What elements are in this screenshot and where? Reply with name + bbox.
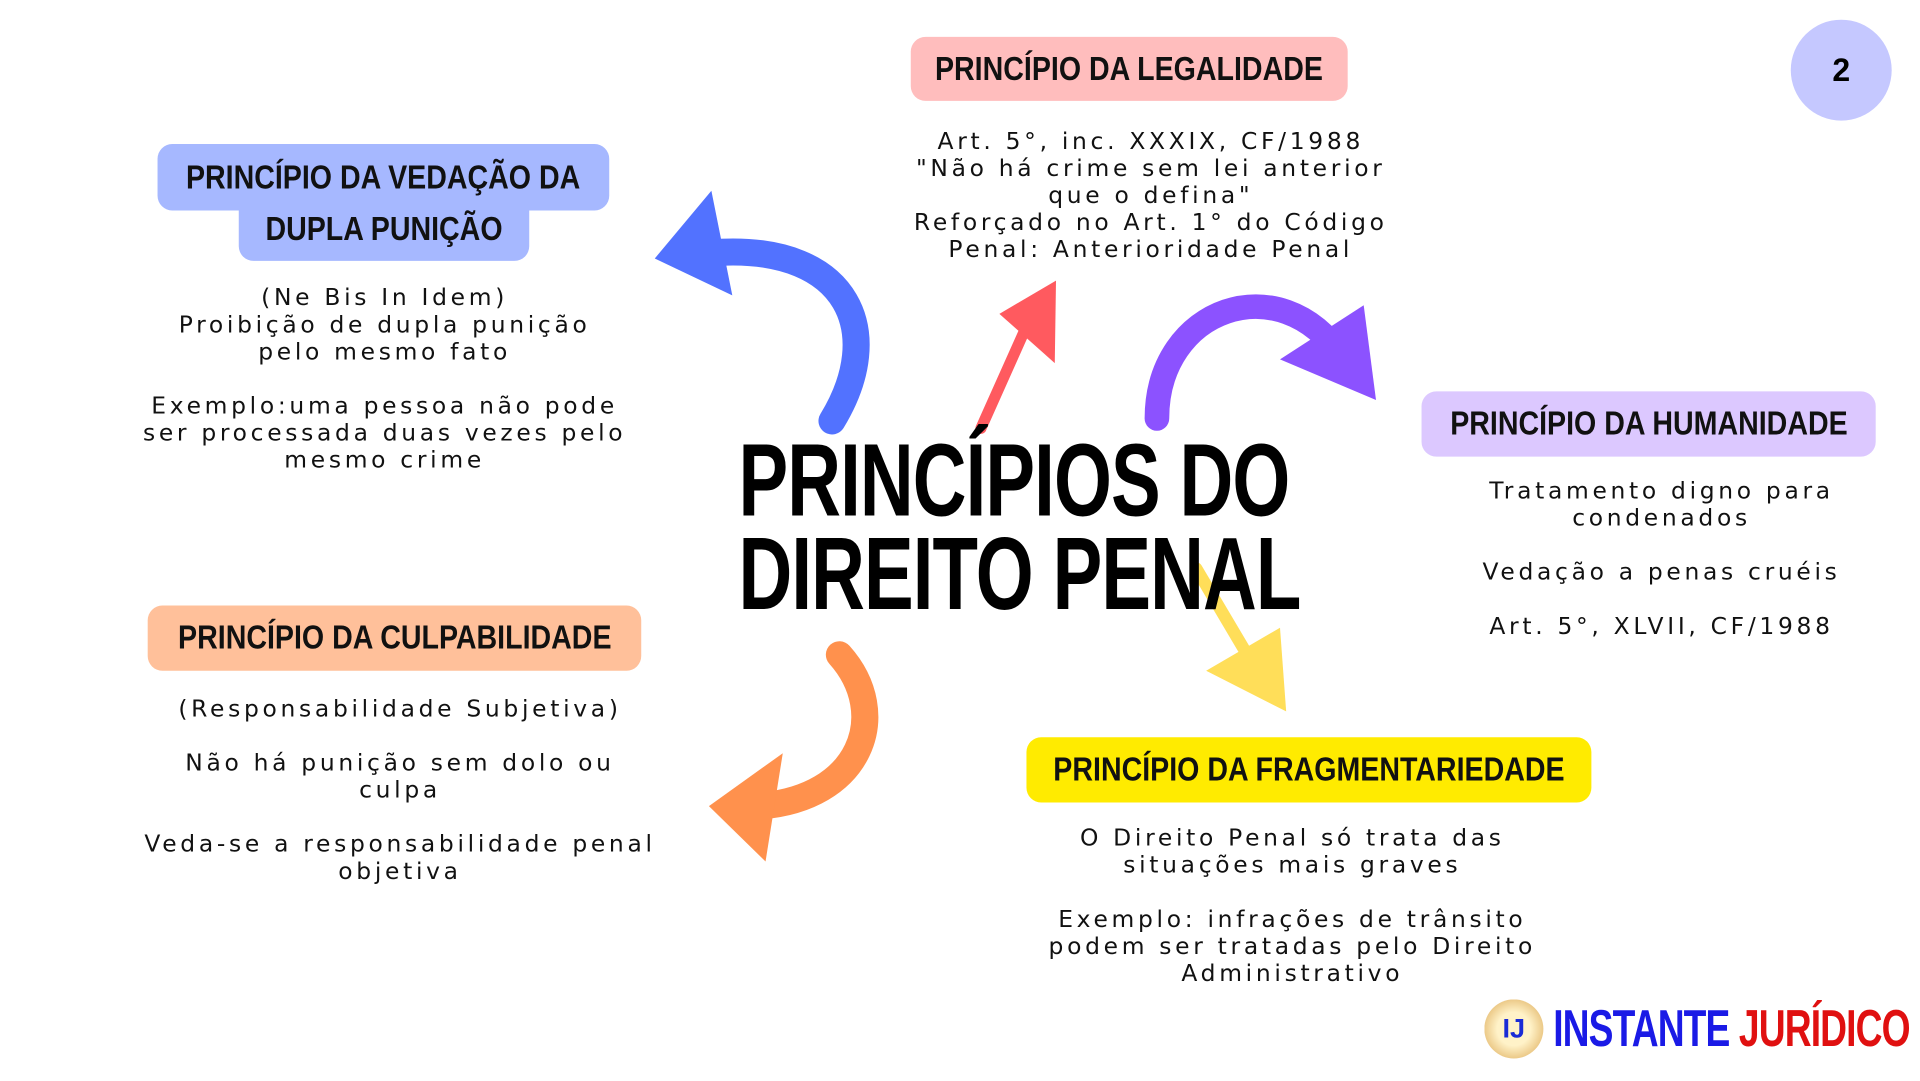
arrow-blue — [706, 238, 870, 435]
fragmentariedade-body: O Direito Penal só trata das situações m… — [1046, 825, 1538, 987]
culpabilidade-heading-text: PRINCÍPIO DA CULPABILIDADE — [177, 619, 612, 657]
fragmentariedade-heading: PRINCÍPIO DA FRAGMENTARIEDADE — [1026, 737, 1592, 803]
humanidade-line: Art. 5°, XLVII, CF/1988 — [1489, 612, 1834, 641]
fragmentariedade-heading-text: PRINCÍPIO DA FRAGMENTARIEDADE — [1053, 750, 1565, 788]
humanidade-heading-text: PRINCÍPIO DA HUMANIDADE — [1449, 404, 1848, 442]
arrow-purple-head — [1280, 305, 1377, 401]
legalidade-body: Art. 5°, inc. XXXIX, CF/1988 "Não há cri… — [862, 128, 1440, 263]
culpabilidade-line: Veda-se a responsabilidade penal objetiv… — [144, 830, 656, 885]
legalidade-heading-text: PRINCÍPIO DA LEGALIDADE — [935, 49, 1324, 87]
arrow-orange-head — [708, 753, 783, 862]
vedacao-heading-text-2: DUPLA PUNIÇÃO — [265, 209, 503, 247]
arrow-yellow-head — [1206, 627, 1287, 712]
arrow-purple — [1144, 294, 1354, 431]
arrow-red-head — [999, 280, 1057, 364]
title-line-1: PRINCÍPIOS DO — [738, 422, 1290, 538]
culpabilidade-line: Não há punição sem dolo ou culpa — [185, 749, 615, 804]
arrow-orange — [743, 641, 879, 820]
logo-badge-text: IJ — [1502, 1012, 1526, 1044]
logo-word-1: INSTANTE — [1553, 999, 1730, 1058]
vedacao-heading-text-1: PRINCÍPIO DA VEDAÇÃO DA — [186, 158, 581, 196]
humanidade-line: Vedação a penas cruéis — [1482, 558, 1841, 586]
legalidade-line: "Não há crime sem lei anterior que o def… — [915, 155, 1386, 210]
logo-text: INSTANTE JURÍDICO — [1553, 999, 1911, 1058]
vedacao-body: (Ne Bis In Idem) Proibição de dupla puni… — [135, 284, 633, 474]
page-number: 2 — [1790, 19, 1892, 121]
vedacao-heading-bottom: DUPLA PUNIÇÃO — [238, 196, 530, 261]
vedacao-line: Exemplo:uma pessoa não pode ser processa… — [142, 392, 627, 474]
legalidade-line: Reforçado no Art. 1° do Código Penal: An… — [913, 209, 1388, 264]
humanidade-heading: PRINCÍPIO DA HUMANIDADE — [1421, 391, 1876, 457]
brand-logo: IJ INSTANTE JURÍDICO — [1484, 999, 1920, 1059]
arrow-blue-head — [654, 190, 733, 296]
logo-badge-icon: IJ — [1484, 999, 1544, 1059]
page-title: PRINCÍPIOS DO DIREITO PENAL — [738, 422, 1301, 632]
culpabilidade-heading: PRINCÍPIO DA CULPABILIDADE — [147, 605, 642, 671]
fragmentariedade-line: Exemplo: infrações de trânsito podem ser… — [1048, 905, 1537, 988]
title-line-2: DIREITO PENAL — [738, 515, 1301, 632]
vedacao-line: Proibição de dupla punição pelo mesmo fa… — [178, 311, 591, 366]
legalidade-heading: PRINCÍPIO DA LEGALIDADE — [910, 36, 1348, 101]
vedacao-line: (Ne Bis In Idem) — [261, 284, 509, 312]
legalidade-line: Art. 5°, inc. XXXIX, CF/1988 — [937, 128, 1365, 156]
logo-word-2: JURÍDICO — [1738, 999, 1911, 1058]
culpabilidade-line: (Responsabilidade Subjetiva) — [178, 695, 622, 723]
humanidade-line: Tratamento digno para condenados — [1489, 477, 1834, 532]
culpabilidade-body: (Responsabilidade Subjetiva) Não há puni… — [142, 695, 659, 885]
humanidade-body: Tratamento digno para condenados Vedação… — [1465, 478, 1859, 640]
fragmentariedade-line: O Direito Penal só trata das situações m… — [1079, 824, 1505, 879]
